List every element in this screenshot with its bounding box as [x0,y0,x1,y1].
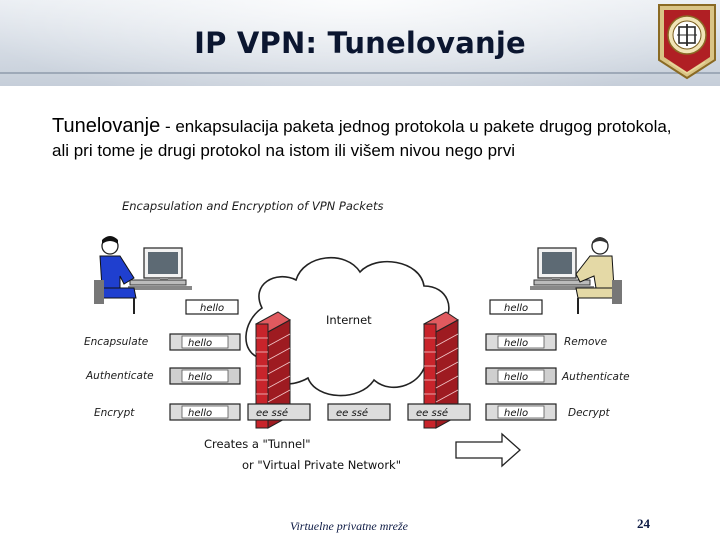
left-step-authenticate: Authenticate [85,370,154,382]
right-packet-encapsulated: hello [485,333,557,351]
tunnel-packet-3: ee ssé [407,403,471,421]
vpn-diagram: Encapsulation and Encryption of VPN Pack… [64,188,638,494]
left-step-encapsulate: Encapsulate [84,336,148,348]
tunnel-packet-1: ee ssé [247,403,311,421]
left-packet-authenticated: hello [169,367,241,385]
definition-text: - enkapsulacija paketa jednog protokola … [52,117,672,160]
header-divider [0,72,720,74]
encrypted-packet-text: ee ssé [336,407,368,419]
packet-text: hello [188,408,212,419]
tunnel-packet-2: ee ssé [327,403,391,421]
encrypted-packet-text: ee ssé [416,407,448,419]
right-packet-authenticated: hello [485,367,557,385]
right-firewall [423,311,459,429]
diagram-heading: Encapsulation and Encryption of VPN Pack… [122,199,383,213]
right-packet-encrypted: hello [485,403,557,421]
right-packet-plain: hello [489,299,543,315]
tunnel-caption-line2: or "Virtual Private Network" [242,458,401,472]
packet-text: hello [504,372,528,383]
packet-text: hello [188,372,212,383]
packet-text: hello [504,408,528,419]
cloud-label: Internet [326,313,372,327]
slide-title: IP VPN: Tunelovanje [194,26,526,60]
left-packet-plain: hello [185,299,239,315]
tunnel-arrow-icon [455,432,521,468]
tunnel-caption-line1: Creates a "Tunnel" [204,437,311,451]
encrypted-packet-text: ee ssé [256,407,288,419]
left-packet-encapsulated: hello [169,333,241,351]
footer-course-title: Virtuelne privatne mreže [290,519,408,533]
right-step-decrypt: Decrypt [568,407,611,419]
packet-text: hello [504,338,528,349]
packet-text: hello [188,338,212,349]
left-packet-encrypted: hello [169,403,241,421]
vpn-diagram-svg: Encapsulation and Encryption of VPN Pack… [84,199,630,472]
right-user-workstation [530,237,622,314]
packet-text: hello [504,303,528,314]
packet-text: hello [200,303,224,314]
left-step-encrypt: Encrypt [94,407,135,419]
right-step-remove: Remove [564,336,607,348]
header-glow [0,0,720,86]
right-step-authenticate: Authenticate [561,371,630,383]
term-tunelovanje: Tunelovanje [52,115,161,137]
university-seal-logo [658,4,716,80]
definition-paragraph: Tunelovanje - enkapsulacija paketa jedno… [52,114,692,163]
left-user-workstation [94,236,192,314]
page-number: 24 [637,516,650,531]
left-firewall [255,311,291,429]
